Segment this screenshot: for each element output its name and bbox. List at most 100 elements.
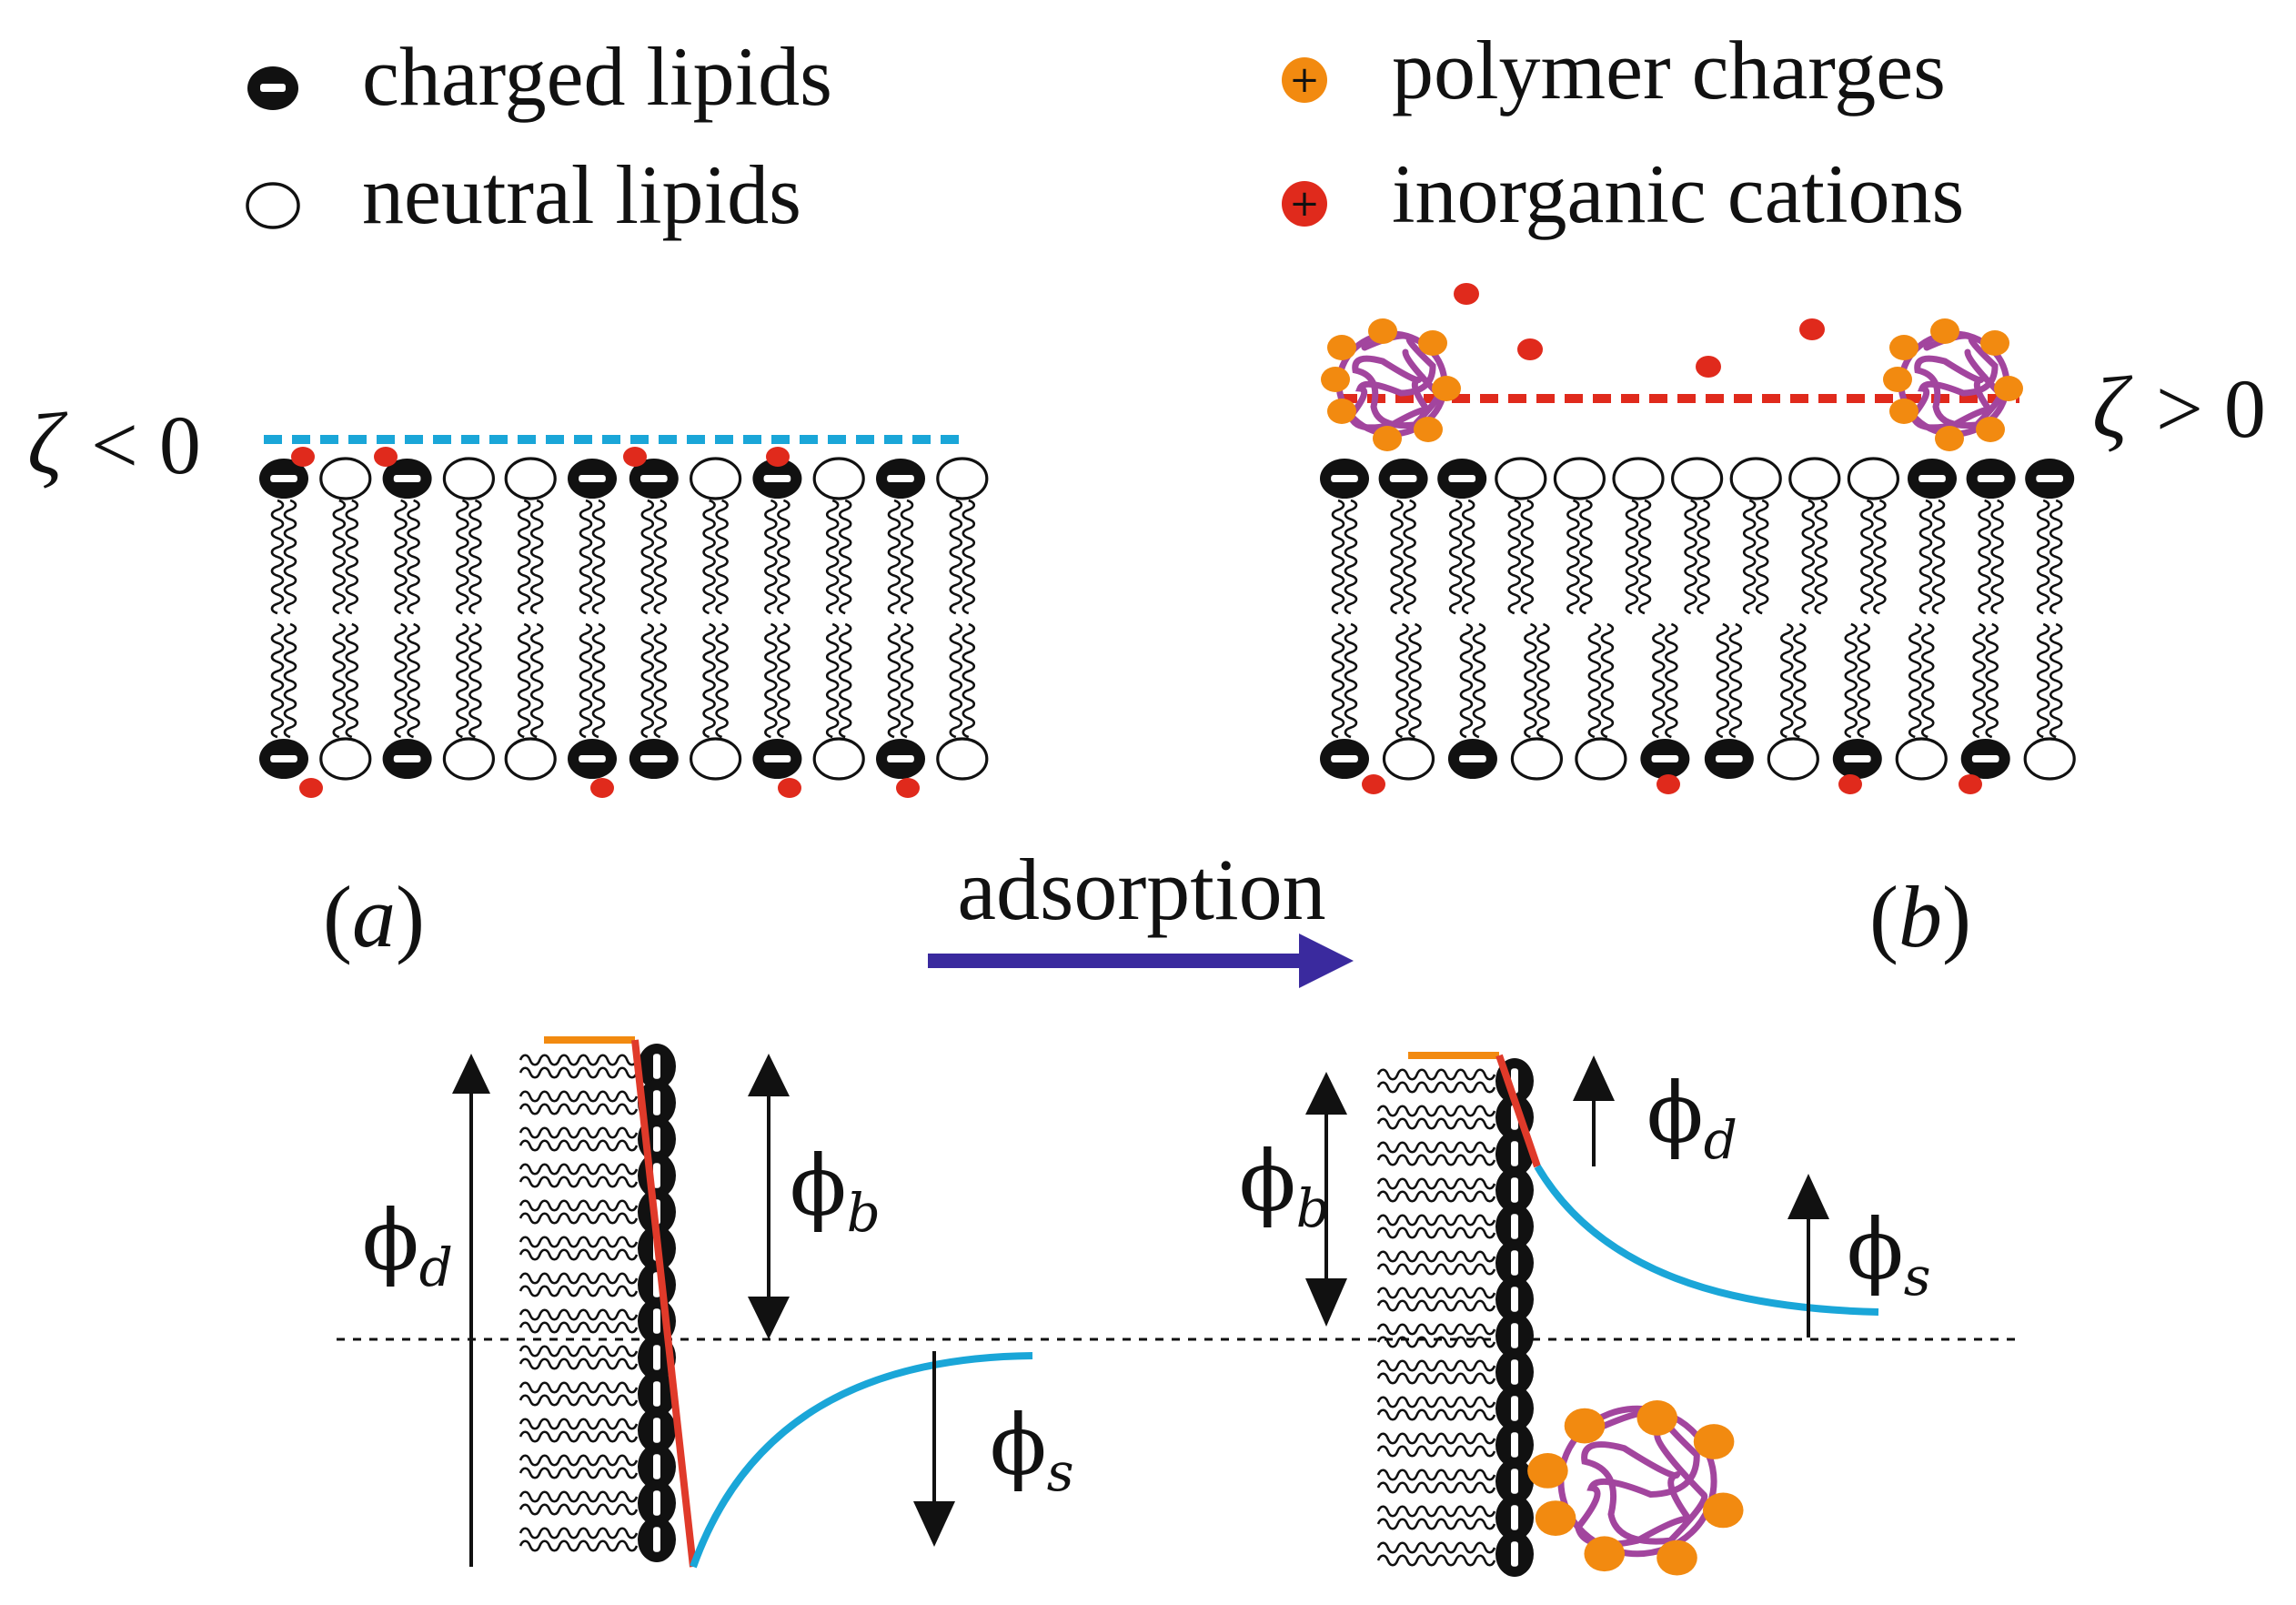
polymer-charge-dot [1373, 426, 1402, 451]
lipid-tail [519, 1236, 639, 1248]
cation-dot [778, 778, 801, 798]
lipid-tails [270, 499, 976, 739]
legend-inorganic-cations-label: inorganic cations [1392, 147, 1964, 240]
lipid-tail [1376, 1117, 1496, 1130]
legend-neutral-lipids-label: neutral lipids [362, 148, 801, 241]
diffuse-curve-b [1534, 1164, 1879, 1316]
lipid-tail [1376, 1177, 1496, 1190]
potential-drop-b [1495, 1054, 1541, 1168]
lipid-tail [1376, 1554, 1496, 1567]
polymer-charge-dot [1327, 335, 1356, 360]
cation-dot [1657, 774, 1680, 794]
lipid-tail [519, 1539, 639, 1552]
diffuse-curve-a [690, 1352, 1033, 1569]
lipid-tail [1376, 1190, 1496, 1203]
lipid-tail [519, 1139, 639, 1152]
lipid-tail [1376, 1250, 1496, 1263]
lipid-tail [1376, 1068, 1496, 1081]
lipid-tail [1376, 1469, 1496, 1481]
lipid-tail [1376, 1518, 1496, 1530]
lipid-tail [519, 1248, 639, 1261]
polymer-charge-dot [1564, 1408, 1606, 1444]
polymer-chain [1347, 332, 1442, 431]
lipid-tail [519, 1066, 639, 1079]
neutral-lipid-head [1670, 457, 1724, 500]
lipid-tail [1376, 1081, 1496, 1094]
polymer-charge-dot [1693, 1424, 1735, 1459]
plus-sign: + [1289, 183, 1320, 225]
lipid-tail [1376, 1396, 1496, 1408]
lipid-tail [1376, 1226, 1496, 1239]
panel-a-label: (a) [323, 868, 425, 965]
lipid-tail [519, 1103, 639, 1115]
lipid-tail [519, 1199, 639, 1212]
neutral-lipid-head [319, 457, 372, 500]
polymer-charge-dot [1889, 335, 1918, 360]
lipid-tails [1331, 499, 2063, 739]
lipid-tail [1376, 1105, 1496, 1117]
neutral-lipid-head [1767, 737, 1819, 781]
cation-dot [1838, 774, 1862, 794]
neutral-lipid-head [812, 457, 865, 500]
neutral-lipid-head [1612, 457, 1665, 500]
polymer-charge-dot [1883, 367, 1912, 392]
lipid-tail [1376, 1141, 1496, 1154]
cation-dot [1959, 774, 1982, 794]
neutral-lipid-head [1788, 457, 1841, 500]
neutral-lipid-head [504, 737, 557, 781]
panel-b: ζ > 0 (b) [1320, 283, 2266, 965]
neutral-lipid-head [1729, 457, 1782, 500]
adsorption-label: adsorption [957, 841, 1325, 938]
neutral-lipid-head [442, 737, 496, 781]
lipid-tail [1376, 1336, 1496, 1348]
neutral-lipid-head [1575, 737, 1627, 781]
phi-b-label-b: ϕb [1239, 1133, 1330, 1239]
polymer-charge-dot [1976, 417, 2005, 442]
polymer-charge-dot [1636, 1400, 1678, 1436]
lipid-tail [519, 1527, 639, 1539]
zeta-a-symbol: ζ [27, 395, 68, 492]
neutral-lipid-head [1495, 457, 1547, 500]
legend-charged-lipids-label: charged lipids [362, 30, 832, 123]
lipid-tail [519, 1163, 639, 1176]
lipid-tail [519, 1358, 639, 1370]
lipid-tail [1376, 1432, 1496, 1445]
neutral-lipid-head [1553, 457, 1606, 500]
polymer-charge-dot [1418, 330, 1447, 356]
neutral-lipid-head [1895, 737, 1948, 781]
panel-b-label: (b) [1869, 868, 1971, 965]
neutral-lipid-head [1510, 737, 1564, 781]
cation-dot [590, 778, 614, 798]
phi-s-label-a: ϕs [990, 1397, 1073, 1503]
zeta-b-symbol: ζ [2092, 358, 2133, 456]
zeta-b-relation: > 0 [2156, 362, 2266, 455]
lipid-tail [519, 1394, 639, 1407]
lipid-tail [519, 1454, 639, 1467]
neutral-lipid-head [504, 457, 557, 500]
lipid-tail [519, 1503, 639, 1516]
lipid-tail [519, 1272, 639, 1285]
cation-dot [374, 447, 398, 467]
polymer-charge-dot [1980, 330, 2009, 356]
lipid-tail [519, 1418, 639, 1430]
legend-polymer-charge-icon: + [1282, 57, 1327, 103]
lipid-tail [1376, 1505, 1496, 1518]
cation-dot [299, 778, 323, 798]
lipid-tail [1376, 1154, 1496, 1166]
lipid-tail [519, 1308, 639, 1321]
phi-d-label-a: ϕd [362, 1192, 453, 1298]
lipid-tail [519, 1054, 639, 1066]
neutral-lipid-head [936, 457, 989, 500]
potential-profile-a: ϕd ϕb ϕs [337, 1036, 2019, 1569]
lipid-tail [1376, 1359, 1496, 1372]
polymer-coil-b-right [1883, 318, 2023, 451]
lipid-tail [519, 1490, 639, 1503]
polymer-charge-dot [1432, 376, 1461, 401]
polymer-coil-b-left [1321, 318, 1461, 451]
phi-s-label-b: ϕs [1847, 1201, 1930, 1307]
cation-dot [1362, 774, 1385, 794]
legend: charged lipids neutral lipids + polymer … [246, 24, 1964, 241]
neutral-lipid-head [689, 457, 742, 500]
polymer-charge-dot [1702, 1492, 1744, 1529]
polymer-charge-dot [1414, 417, 1443, 442]
